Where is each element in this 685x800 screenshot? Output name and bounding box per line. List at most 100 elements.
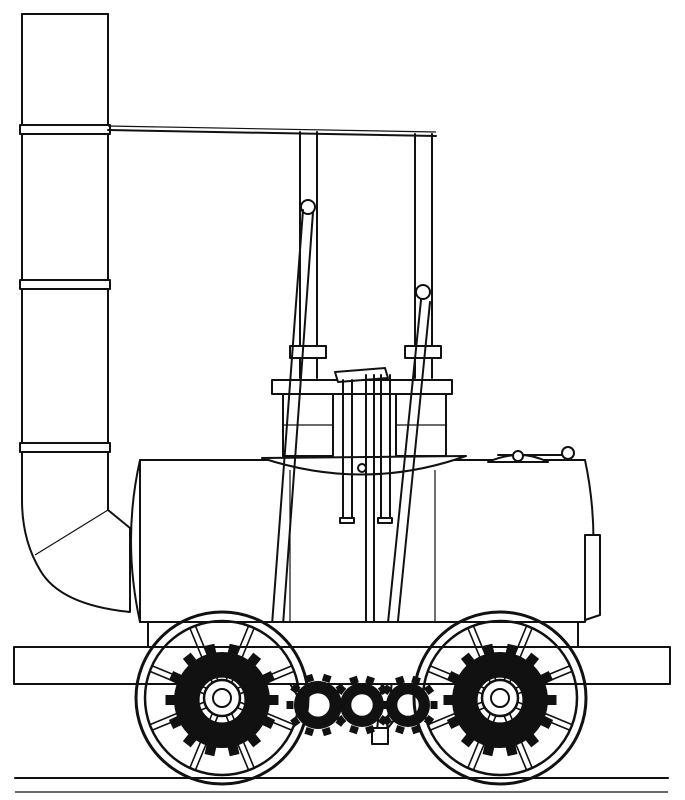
safety-valve-weight (561, 446, 575, 460)
wheel-spoke (508, 627, 533, 683)
gear-mid-right (378, 675, 438, 735)
gear-tooth (378, 701, 386, 709)
gear-tooth (304, 727, 315, 737)
chimney-band-2 (19, 279, 111, 290)
gear-tooth (460, 734, 475, 748)
top-tie-rod (107, 125, 437, 137)
gear-tooth (547, 695, 557, 705)
wheel-spoke (225, 715, 250, 771)
wheel-spoke (237, 665, 293, 690)
front-wheel (134, 610, 310, 786)
rear-wheel (412, 610, 588, 786)
wheel-outer-rim (412, 610, 588, 786)
wheel-set (134, 610, 588, 786)
wheel-spoke (225, 625, 250, 681)
wheel-spoke (237, 706, 293, 731)
gear-tooth (395, 725, 405, 735)
gear-tooth (349, 675, 359, 685)
wheel-spoke (503, 715, 528, 771)
gear-tooth (269, 695, 279, 705)
wheel-spoke (239, 701, 295, 726)
gear-tooth (227, 745, 240, 757)
chimney-band-1 (19, 124, 111, 135)
gear-tooth (165, 695, 175, 705)
rod-joint-right (415, 284, 431, 300)
wheel-spoke (151, 706, 207, 731)
gear-center (332, 675, 392, 735)
gear-tooth (182, 652, 197, 666)
frame-beam (13, 646, 671, 685)
gear-tooth (423, 684, 435, 695)
safety-valve-pivot (512, 450, 524, 462)
vertical-rods (289, 131, 442, 379)
gear-tooth (204, 643, 217, 655)
wheel-inner-rim (421, 619, 579, 777)
gear-tooth (482, 643, 495, 655)
wheel-spoke (517, 670, 573, 695)
gear-tooth (395, 675, 405, 685)
gear-tooth (247, 652, 262, 666)
chimney (19, 13, 131, 613)
wheel-spoke (230, 627, 255, 683)
wheel-axle (212, 688, 232, 708)
gear-tooth (247, 734, 262, 748)
wheel-spoke (467, 627, 492, 683)
gear-tooth (204, 745, 217, 757)
wheel-spoke (472, 715, 497, 771)
gear-tooth (381, 684, 393, 695)
wheel-outer-rim (134, 610, 310, 786)
wheel-spoke (472, 625, 497, 681)
rod-joint-left (300, 199, 316, 215)
wheel-inner-rim (143, 619, 301, 777)
wheel-spoke (515, 665, 571, 690)
wheel-spoke (427, 701, 483, 726)
gear-tooth (227, 643, 240, 655)
wheel-spoke (189, 713, 214, 769)
gear-tooth (182, 734, 197, 748)
gear-hub (349, 692, 375, 718)
rail (14, 777, 669, 793)
wheel-spoke (508, 713, 533, 769)
gear-hub (304, 691, 332, 719)
gear-tooth (443, 695, 453, 705)
gear-tooth (505, 643, 518, 655)
wheel-spoke (467, 713, 492, 769)
wheel-spoke (189, 627, 214, 683)
gear-tooth (286, 701, 294, 709)
gear-tooth (460, 652, 475, 666)
wheel-spoke (149, 701, 205, 726)
wheel-spoke (151, 665, 207, 690)
wheel-spoke (503, 625, 528, 681)
wheel-spoke (427, 670, 483, 695)
gear-train (165, 643, 557, 757)
chassis (13, 621, 671, 685)
rod-collar-right (404, 345, 442, 359)
wheel-spoke (429, 665, 485, 690)
gear-tooth (365, 725, 375, 735)
gear-tooth (321, 673, 332, 683)
gear-tooth (430, 701, 438, 709)
gear-tooth (349, 725, 359, 735)
gear-tooth (525, 734, 540, 748)
gear-tooth (381, 715, 393, 726)
wheel-spoke (239, 670, 295, 695)
rear-door (584, 534, 601, 621)
wheel-spoke (149, 670, 205, 695)
wheel-spoke (194, 625, 219, 681)
gear-tooth (332, 701, 340, 709)
gear-tooth (525, 652, 540, 666)
gear-tooth (335, 684, 347, 695)
wheel-axle (490, 688, 510, 708)
gear-tooth (335, 715, 347, 726)
gear-mid-left (286, 673, 350, 737)
wheel-spoke (517, 701, 573, 726)
chimney-band-3 (19, 442, 111, 453)
wheel-spoke (230, 713, 255, 769)
gear-tooth (321, 727, 332, 737)
gear-tooth (365, 675, 375, 685)
gear-tooth (482, 745, 495, 757)
rod-collar-left (289, 345, 327, 359)
frame-support (147, 621, 579, 648)
gear-tooth (505, 745, 518, 757)
